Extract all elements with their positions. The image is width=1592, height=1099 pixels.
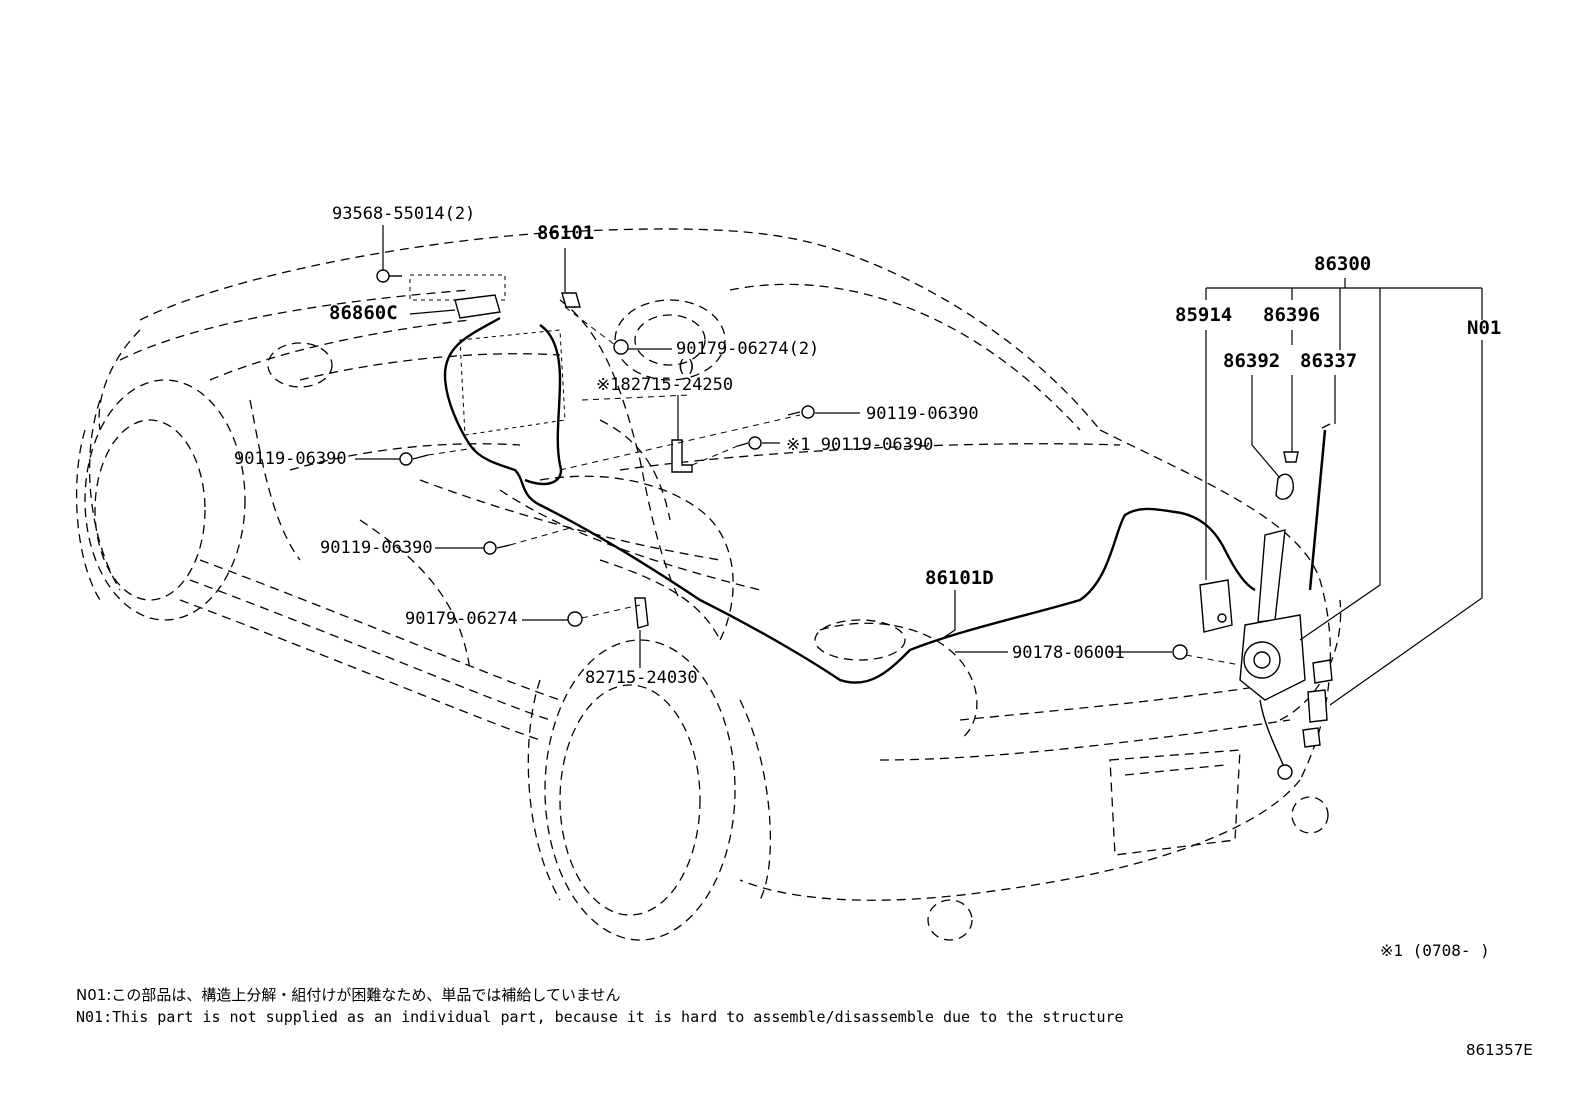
bolt-90119-d: [483, 541, 511, 555]
footnote-range: ※1 (0708- ): [1380, 941, 1490, 960]
note-n01-japanese: N01:この部品は、構造上分解・組付けが困難なため、単品では補給していません: [76, 986, 621, 1004]
nut-90178: [1172, 644, 1188, 660]
relay-85914: [1199, 579, 1233, 633]
mast-86337: [1308, 423, 1331, 591]
callout-90178-06001: 90178-06001: [1012, 643, 1125, 663]
antenna-cable: [443, 316, 1256, 684]
nut-86396: [1283, 451, 1299, 463]
callout-86101d: 86101D: [925, 567, 994, 589]
antenna-amplifier-86860c: [454, 294, 501, 319]
diagram-code: 861357E: [1466, 1041, 1533, 1059]
components: [376, 269, 1333, 780]
callout-82715-24250: ※182715-24250: [596, 375, 734, 395]
callout-86392: 86392: [1223, 350, 1281, 372]
callout-86101: 86101: [537, 222, 595, 244]
callout-90179-06274: 90179-06274: [405, 609, 518, 629]
clip-86101: [561, 292, 581, 308]
connector-n01: [1302, 659, 1333, 748]
bracket-82715-24030: [634, 597, 649, 629]
callout-82715-24030: 82715-24030: [585, 668, 698, 688]
callout-90119-06390-c: 90119-06390: [234, 449, 347, 469]
bolt-90119-b: [737, 436, 762, 450]
leader-lines: [355, 225, 1483, 706]
callout-86337: 86337: [1300, 350, 1358, 372]
car-body-outline: [75, 228, 1342, 941]
callout-93568-55014: 93568-55014(2): [332, 204, 476, 224]
callout-90179-06274-2: 90179-06274(2): [676, 339, 820, 359]
callout-86396: 86396: [1263, 304, 1321, 326]
callout-85914: 85914: [1175, 304, 1233, 326]
cushion-86392: [1275, 473, 1294, 500]
antenna-motor-86300: [1239, 529, 1306, 780]
dash-outline: [409, 274, 566, 436]
callout-86860c: 86860C: [329, 302, 398, 324]
callout-n01: N01: [1467, 317, 1502, 339]
bolt-90119-c: [399, 452, 429, 466]
note-n01-english: N01:This part is not supplied as an indi…: [76, 1008, 1124, 1026]
nut-90179-a: [613, 339, 629, 355]
callout-90119-06390-a: 90119-06390: [866, 404, 979, 424]
dashed-leaders: [427, 306, 1241, 666]
bolt-90119-a: [787, 405, 815, 419]
callout-86300: 86300: [1314, 253, 1372, 275]
screw-93568: [376, 269, 402, 283]
callout-paren: (): [676, 357, 697, 377]
nut-90179-b: [567, 611, 583, 627]
bracket-82715-24250: [671, 439, 693, 473]
callout-90119-06390-d: 90119-06390: [320, 538, 433, 558]
callout-90119-06390-b: ※1 90119-06390: [786, 435, 934, 455]
